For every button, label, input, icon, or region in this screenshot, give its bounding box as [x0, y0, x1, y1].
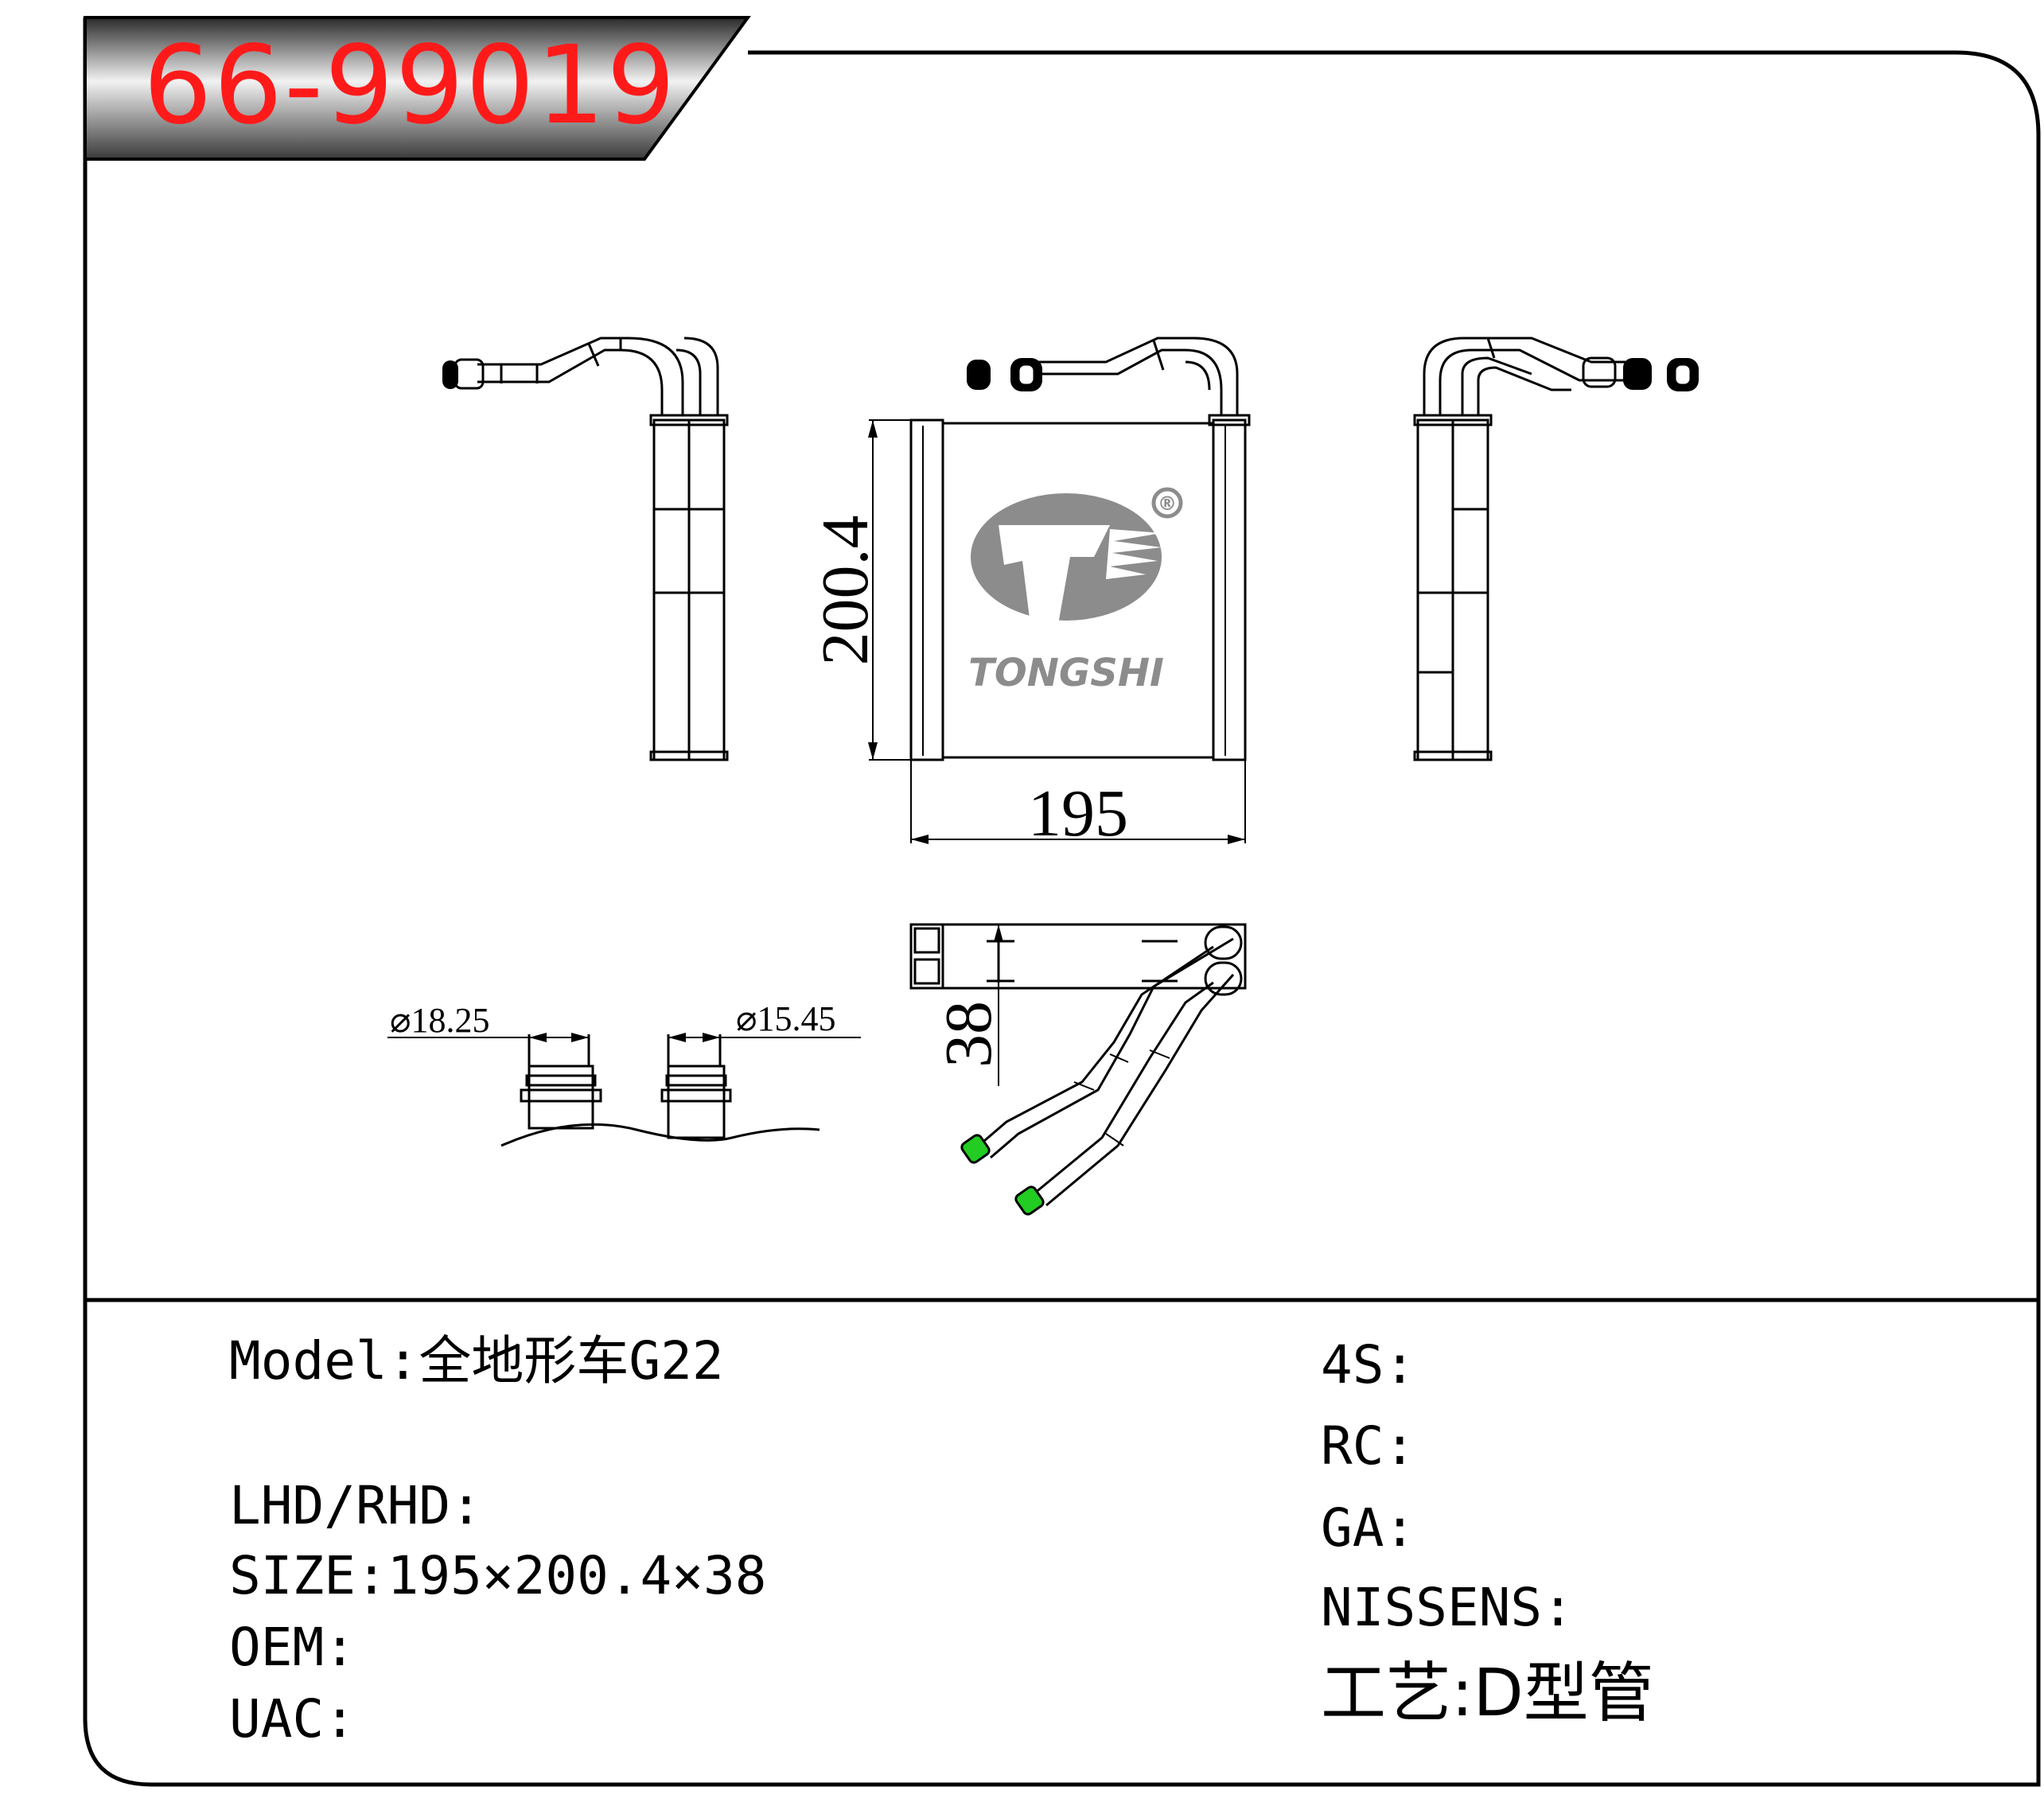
left-side-view [442, 337, 729, 761]
nissens-field: NISSENS: [1321, 1577, 1574, 1638]
pipe-fitting-detail [387, 1033, 861, 1147]
part-number-title: 66-99019 [143, 23, 677, 149]
rc-field: RC: [1321, 1415, 1416, 1477]
outlet-diameter-label: ⌀15.45 [736, 999, 836, 1038]
part-number-banner [84, 16, 751, 161]
width-dimension-label: 195 [1028, 777, 1128, 851]
tongshi-logo [971, 487, 1183, 625]
size-field: SIZE:195×200.4×38 [229, 1545, 767, 1606]
outlet-seal [1014, 1185, 1045, 1216]
right-side-view [1413, 337, 1699, 761]
process-field: 工艺:D型管 [1321, 1656, 1654, 1731]
depth-dimension-label: 38 [932, 1001, 1006, 1068]
drive-side-field: LHD/RHD: [229, 1475, 482, 1536]
ga-field: GA: [1321, 1497, 1416, 1559]
model-field: Model:全地形车G22 [229, 1330, 724, 1392]
inlet-seal [960, 1134, 991, 1164]
height-dimension-label: 200.4 [808, 516, 882, 666]
registered-mark-text: ® [1158, 492, 1177, 515]
inlet-diameter-label: ⌀18.25 [390, 1001, 490, 1040]
brand-wordmark: TONGSHI [968, 651, 1164, 695]
registered-mark-icon [1151, 487, 1183, 519]
four-s-field: 4S: [1321, 1334, 1416, 1395]
front-view [868, 337, 1251, 844]
oem-field: OEM: [229, 1617, 356, 1678]
uac-field: UAC: [229, 1688, 356, 1750]
top-view [909, 923, 1247, 1216]
drawing-frame [83, 18, 2041, 1787]
